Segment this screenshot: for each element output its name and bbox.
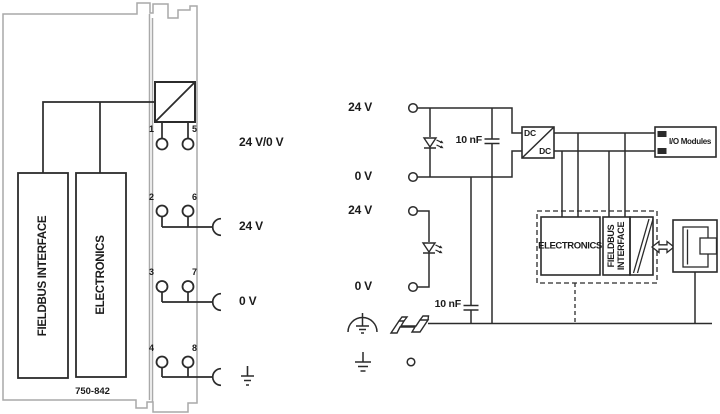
schematic-0v-aux-label: 0 V: [354, 279, 373, 293]
din-rail-body: [389, 319, 430, 334]
io-modules-block: [654, 126, 717, 158]
terminal-0v-main-icon: [407, 171, 419, 183]
terminal-number-6: 6: [191, 192, 197, 202]
row-earth-wiring: [161, 367, 213, 378]
terminal-number-1: 1: [148, 124, 154, 134]
capacitor1-label: 10 nF: [455, 134, 483, 146]
fieldbus-feed-line: [42, 101, 155, 173]
electronics-block: [540, 216, 601, 276]
schematic-24v-aux-label: 24 V: [348, 203, 372, 217]
part-number: 750-842: [75, 386, 110, 397]
capacitor1-icon: [484, 108, 500, 323]
schematic-24v-main-label: 24 V: [348, 100, 372, 114]
led1-triangle: [422, 137, 438, 149]
terminal-contacts: [155, 137, 195, 369]
fieldbus-line1: FIELDBUS: [606, 224, 616, 268]
terminal-number-2: 2: [148, 192, 154, 202]
schematic-fieldbus-label: FIELDBUS INTERFACE: [606, 222, 626, 270]
terminal-number-8: 8: [191, 343, 197, 353]
fieldbus-interface-box: [17, 172, 69, 379]
housing-profile: [2, 2, 198, 413]
schematic-electronics-label: ELECTRONICS: [538, 240, 602, 252]
field-wiring-rows: [161, 216, 222, 387]
module-function-boxes: [17, 172, 127, 379]
supply-schematic: [347, 102, 718, 372]
terminal-1-icon: [155, 137, 169, 151]
capacitor2-icon: [463, 177, 479, 323]
terminal-5-icon: [181, 137, 195, 151]
status-led-aux-icon: [417, 210, 443, 288]
din-rail-icon: [389, 315, 430, 334]
row-0v-wiring: [161, 292, 213, 303]
dc-dc-converter-icon: [521, 126, 555, 159]
led1-arrowhead-a: [439, 140, 444, 144]
schematic-0v-main-label: 0 V: [354, 169, 373, 183]
io-modules-label: I/O Modules: [669, 137, 712, 146]
label-24v: 24 V: [239, 219, 263, 233]
terminal-2-icon: [155, 204, 169, 218]
dc-bottom-label: DC: [539, 146, 551, 156]
clamp-fork-0v-icon: [211, 292, 222, 312]
bidirectional-arrow-icon: [650, 240, 676, 254]
hatch-diagonals: [632, 218, 654, 274]
rail-24v: [417, 107, 522, 134]
terminal-6-icon: [181, 204, 195, 218]
terminal-4-icon: [155, 355, 169, 369]
terminal-earth-icon: [406, 357, 416, 367]
terminal-0v-aux-icon: [407, 281, 419, 293]
electronics-box: [75, 172, 127, 378]
electronics-label: ELECTRONICS: [95, 235, 107, 315]
terminal-24v-main-icon: [407, 102, 419, 114]
led2-leads: [417, 210, 430, 288]
earth-ground2-icon: [355, 352, 371, 372]
terminal-number-5: 5: [191, 124, 197, 134]
earth2-strokes: [355, 352, 371, 372]
connector-tab: [699, 237, 718, 255]
row-24v-wiring: [161, 216, 213, 228]
capacitor2-label: 10 nF: [434, 298, 462, 310]
cap2-plates: [463, 304, 479, 311]
terminal-number-3: 3: [148, 267, 154, 277]
io-contact-bottom: [657, 148, 667, 154]
clamp-fork-24v-icon: [211, 217, 222, 237]
terminal-24v-aux-icon: [407, 205, 419, 217]
label-24v-0v: 24 V/0 V: [239, 135, 284, 149]
earth-ground-icon: [241, 366, 254, 386]
system-drop-lines: [561, 133, 626, 217]
power-contact-block-icon: [154, 81, 196, 139]
system-bus-lines: [554, 132, 656, 152]
rail-earth-strokes: [356, 313, 369, 334]
dc-diagonal: [521, 126, 555, 159]
fieldbus-connector-icon: [672, 219, 718, 273]
led1-arrowhead-b: [439, 145, 444, 149]
io-contact-top: [657, 131, 667, 137]
din-rail-flanges: [398, 315, 430, 322]
led2-triangle: [421, 242, 437, 254]
isolation-hatch-block: [629, 216, 654, 276]
fieldbus-interface-label: FIELDBUS INTERFACE: [37, 215, 49, 337]
rail-earth-icon: [347, 313, 378, 334]
terminal-number-7: 7: [191, 267, 197, 277]
earth-ground-strokes: [241, 366, 254, 386]
converter-diagonal: [154, 81, 196, 123]
internal-supply-wiring: [42, 101, 155, 173]
label-0v: 0 V: [239, 294, 257, 308]
terminal-7-icon: [181, 280, 195, 293]
clamp-fork-earth-icon: [211, 367, 222, 387]
fieldbus-line2: INTERFACE: [616, 221, 626, 271]
converter-square: [154, 81, 196, 123]
led2-arrowhead-a: [438, 245, 443, 249]
dc-top-label: DC: [524, 128, 536, 138]
terminal-number-4: 4: [148, 343, 154, 353]
terminal-8-icon: [181, 355, 195, 369]
terminal-3-icon: [155, 280, 169, 293]
cap1-plates: [484, 138, 500, 145]
rail-0v: [417, 150, 522, 178]
module-housing-outline: [2, 2, 198, 413]
led2-arrowhead-b: [438, 250, 443, 254]
status-led-main-icon: [422, 108, 444, 177]
